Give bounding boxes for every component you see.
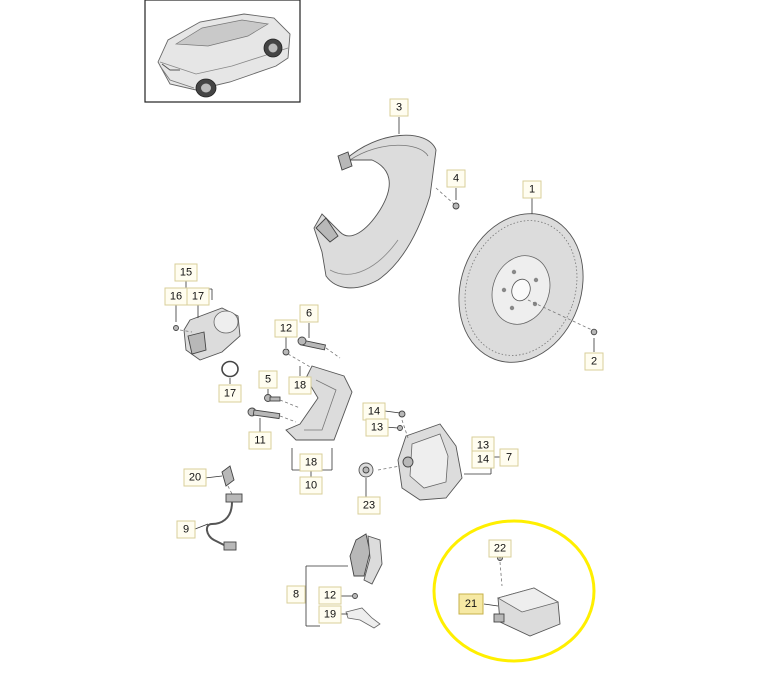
o-ring-part	[221, 360, 239, 378]
callout-22[interactable]: 22	[488, 539, 512, 558]
bolt-5-part	[264, 394, 281, 402]
sensor-clip-part	[221, 465, 235, 487]
svg-text:14: 14	[368, 406, 380, 418]
callout-7[interactable]: 7	[499, 448, 519, 467]
callout-3[interactable]: 3	[389, 98, 409, 117]
svg-text:17: 17	[192, 291, 204, 303]
bleed-cap-part	[358, 462, 374, 478]
callout-14-group[interactable]: 14	[471, 450, 495, 469]
wear-sensor-part	[206, 493, 243, 551]
bolt-6-part	[297, 336, 327, 351]
svg-text:16: 16	[170, 291, 182, 303]
brake-pad-part	[349, 533, 383, 585]
bolt-12-upper-part	[282, 348, 290, 356]
suv-vehicle-icon	[157, 13, 291, 98]
svg-text:11: 11	[254, 435, 265, 447]
svg-text:10: 10	[305, 480, 317, 492]
callout-11[interactable]: 11	[248, 431, 272, 450]
svg-text:6: 6	[306, 308, 312, 320]
brake-disc-part	[458, 213, 584, 363]
parking-actuator-part	[183, 307, 241, 361]
callout-4[interactable]: 4	[446, 169, 466, 188]
callout-8[interactable]: 8	[286, 585, 306, 604]
actuator-screw-part	[173, 325, 179, 331]
svg-text:3: 3	[396, 102, 402, 114]
svg-text:9: 9	[183, 524, 189, 536]
callout-17[interactable]: 17	[218, 384, 242, 403]
svg-text:12: 12	[324, 590, 336, 602]
svg-text:1: 1	[529, 184, 535, 196]
svg-text:4: 4	[453, 173, 459, 185]
pad-bolt-part	[352, 593, 358, 599]
callout-12-upper[interactable]: 12	[274, 319, 298, 338]
pad-spring-part	[345, 607, 381, 629]
svg-text:2: 2	[591, 356, 597, 368]
callout-9[interactable]: 9	[176, 520, 196, 539]
carrier-bolt-part	[247, 407, 281, 420]
bolt-13-part	[397, 425, 403, 431]
callout-10[interactable]: 10	[299, 476, 323, 495]
callout-16[interactable]: 16	[164, 287, 188, 306]
svg-text:15: 15	[180, 267, 192, 279]
svg-text:13: 13	[371, 422, 383, 434]
callout-15[interactable]: 15	[174, 263, 198, 282]
callout-23[interactable]: 23	[357, 496, 381, 515]
svg-text:17: 17	[224, 388, 236, 400]
callout-13-group[interactable]: 13	[471, 436, 495, 455]
highlight-ellipse	[432, 519, 596, 663]
svg-text:12: 12	[280, 323, 292, 335]
callout-18-upper[interactable]: 18	[288, 376, 312, 395]
svg-text:22: 22	[494, 543, 506, 555]
disc-screw-part	[590, 328, 598, 336]
callout-19[interactable]: 19	[318, 605, 342, 624]
brake-caliper-part	[397, 423, 463, 501]
bolt-14-part	[398, 410, 406, 418]
svg-text:21: 21	[465, 598, 477, 610]
callout-6[interactable]: 6	[299, 304, 319, 323]
svg-text:14: 14	[477, 454, 489, 466]
callout-17-top[interactable]: 17	[186, 287, 210, 306]
callout-18-lower[interactable]: 18	[299, 453, 323, 472]
splash-shield-part	[313, 134, 437, 289]
callout-5[interactable]: 5	[258, 370, 278, 389]
svg-text:7: 7	[506, 452, 512, 464]
svg-text:13: 13	[477, 440, 489, 452]
shield-screw-part	[452, 202, 460, 210]
svg-text:20: 20	[189, 472, 201, 484]
svg-text:19: 19	[324, 609, 336, 621]
callout-13-top[interactable]: 13	[365, 418, 389, 437]
svg-text:18: 18	[305, 457, 317, 469]
callout-2[interactable]: 2	[584, 352, 604, 371]
callout-14-top[interactable]: 14	[362, 402, 386, 421]
svg-text:18: 18	[294, 380, 306, 392]
svg-text:23: 23	[363, 500, 375, 512]
callout-12-lower[interactable]: 12	[318, 586, 342, 605]
control-unit-part	[493, 587, 561, 637]
callout-21[interactable]: 21	[458, 593, 484, 615]
vehicle-inset	[144, 0, 301, 103]
svg-text:5: 5	[265, 374, 271, 386]
svg-text:8: 8	[293, 589, 299, 601]
caliper-carrier-part	[285, 365, 353, 441]
callout-20[interactable]: 20	[183, 468, 207, 487]
callout-1[interactable]: 1	[522, 180, 542, 199]
